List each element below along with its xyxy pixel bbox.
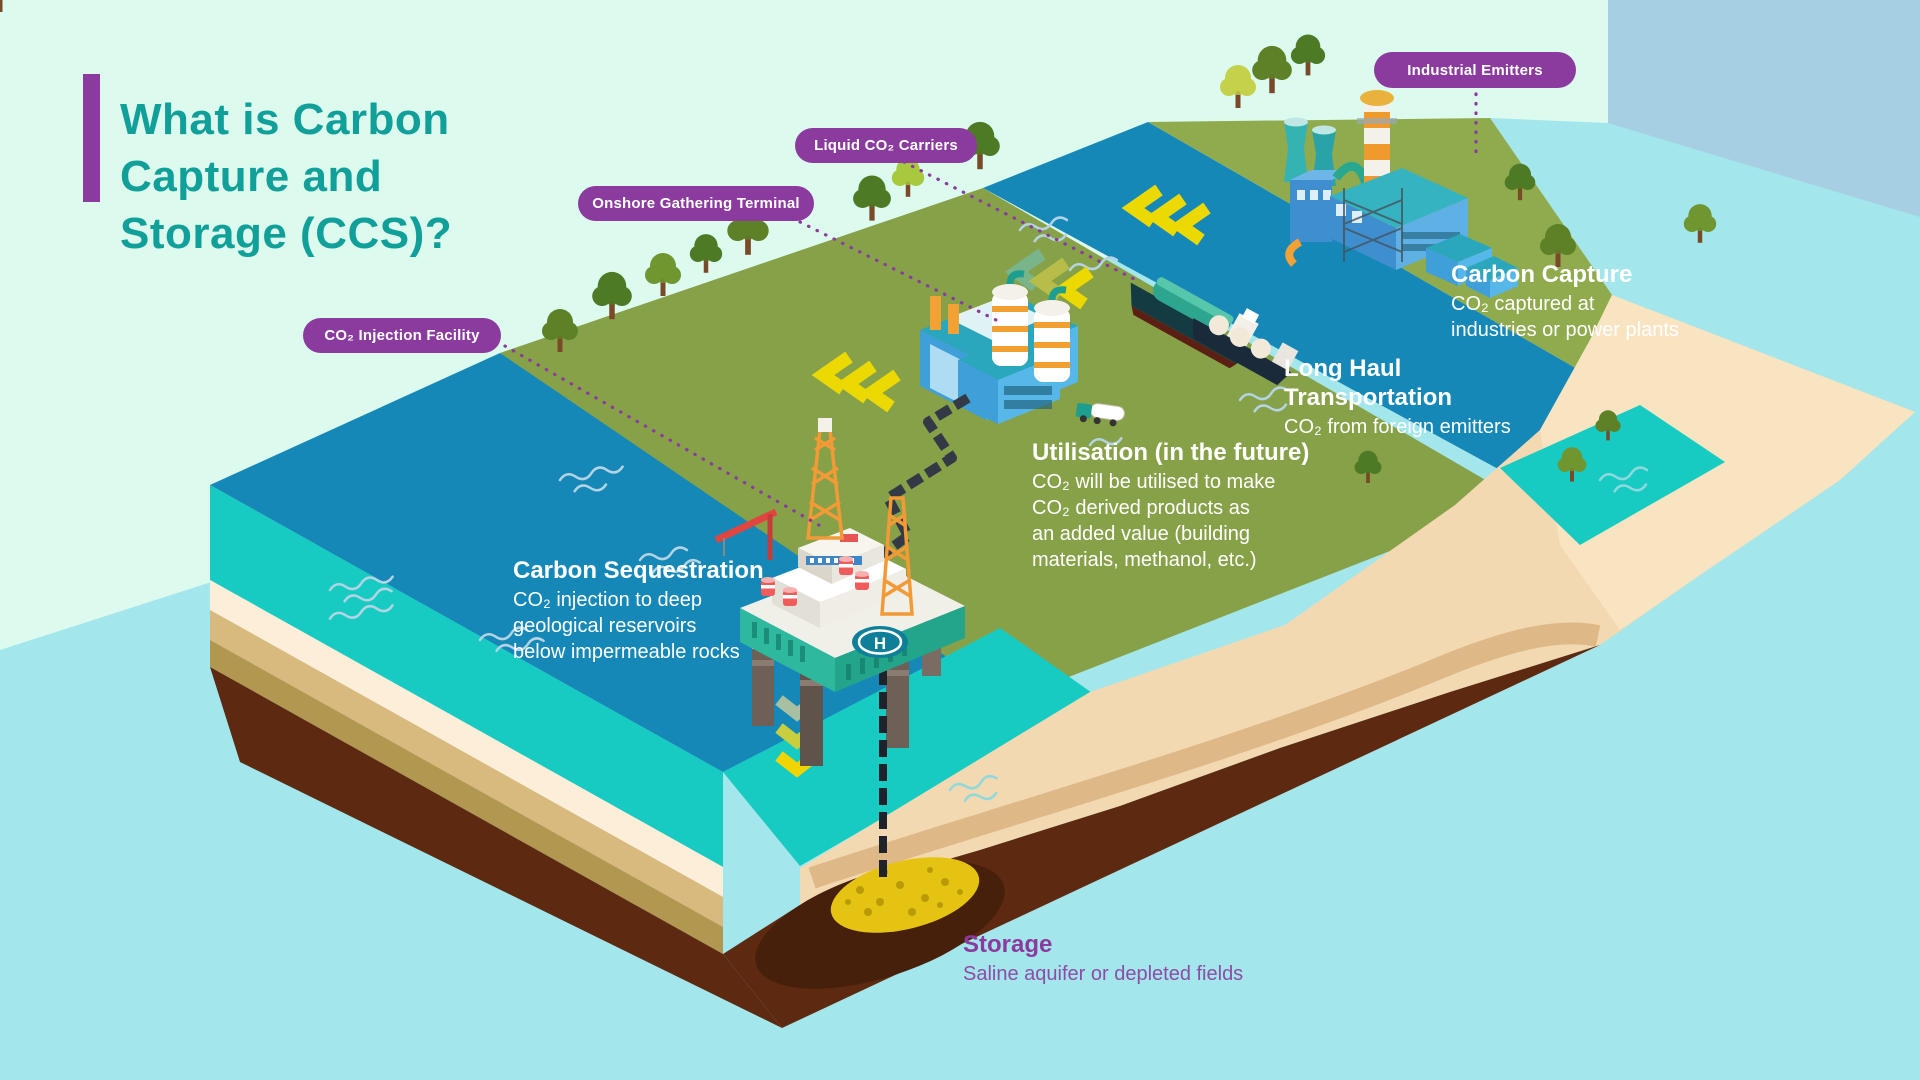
- badge-co2-injection-facility-label: CO₂ Injection Facility: [324, 327, 480, 344]
- geological-layers-left: [210, 485, 782, 1028]
- label-long-haul-title: Long Haul Transportation: [1284, 355, 1453, 411]
- badge-onshore-gathering-terminal: Onshore Gathering Terminal: [578, 186, 814, 221]
- helipad-letter: H: [874, 634, 886, 653]
- title-accent-bar: [83, 74, 100, 202]
- badge-industrial-emitters-label: Industrial Emitters: [1407, 61, 1543, 79]
- chevrons-plant-land: [1121, 184, 1211, 246]
- badge-liquid-co2-carriers: Liquid CO₂ Carriers: [795, 128, 977, 163]
- leader-onshore-terminal: [798, 220, 998, 322]
- waves: [328, 216, 1649, 802]
- leader-lines: [503, 92, 1478, 530]
- leader-liquid-carriers: [902, 160, 1142, 284]
- leader-injection-facility: [503, 344, 826, 530]
- label-storage: Storage Saline aquifer or depleted field…: [963, 930, 1243, 987]
- pipeline: [877, 393, 971, 561]
- label-utilisation: Utilisation (in the future) CO₂ will be …: [1032, 438, 1309, 573]
- storage-tanks: [992, 270, 1070, 382]
- label-carbon-sequestration-body: CO₂ injection to deep geological reservo…: [513, 589, 740, 663]
- shipping-channel: [983, 122, 1645, 470]
- reservoir-rock: [723, 645, 1600, 1028]
- label-carbon-capture: Carbon Capture CO₂ captured at industrie…: [1451, 260, 1679, 343]
- label-utilisation-title: Utilisation (in the future): [1032, 439, 1310, 466]
- badge-liquid-co2-carriers-label: Liquid CO₂ Carriers: [814, 137, 958, 154]
- industrial-plant-illustration: [1284, 90, 1518, 298]
- badge-industrial-emitters: Industrial Emitters: [1374, 52, 1576, 88]
- offshore-rig-illustration: H: [714, 418, 965, 880]
- label-long-haul-body: CO₂ from foreign emitters: [1284, 416, 1511, 438]
- label-carbon-sequestration: Carbon Sequestration CO₂ injection to de…: [513, 556, 764, 665]
- badge-co2-injection-facility: CO₂ Injection Facility: [303, 318, 501, 353]
- label-carbon-capture-body: CO₂ captured at industries or power plan…: [1451, 293, 1679, 341]
- crane: [714, 508, 778, 560]
- sphere-tank-ship: [1193, 315, 1299, 386]
- label-long-haul-transportation: Long Haul Transportation CO₂ from foreig…: [1284, 354, 1511, 440]
- helipad: H: [852, 626, 908, 658]
- background-steel-blue: [1608, 0, 1920, 217]
- label-carbon-capture-title: Carbon Capture: [1451, 261, 1633, 288]
- badge-onshore-gathering-terminal-label: Onshore Gathering Terminal: [592, 195, 800, 212]
- label-utilisation-body: CO₂ will be utilised to make CO₂ derived…: [1032, 471, 1276, 571]
- label-storage-title: Storage: [963, 931, 1053, 958]
- tanker-truck: [1075, 403, 1125, 427]
- page-title: What is Carbon Capture and Storage (CCS)…: [120, 95, 453, 259]
- rig-barrels: [761, 556, 869, 606]
- chevrons-terminal-land: [811, 351, 901, 413]
- label-carbon-sequestration-title: Carbon Sequestration: [513, 557, 764, 584]
- flow-chevrons: [775, 184, 1211, 778]
- onshore-terminal-illustration: [920, 270, 1078, 424]
- terminal-land-strip: [500, 188, 1520, 700]
- label-storage-body: Saline aquifer or depleted fields: [963, 963, 1244, 985]
